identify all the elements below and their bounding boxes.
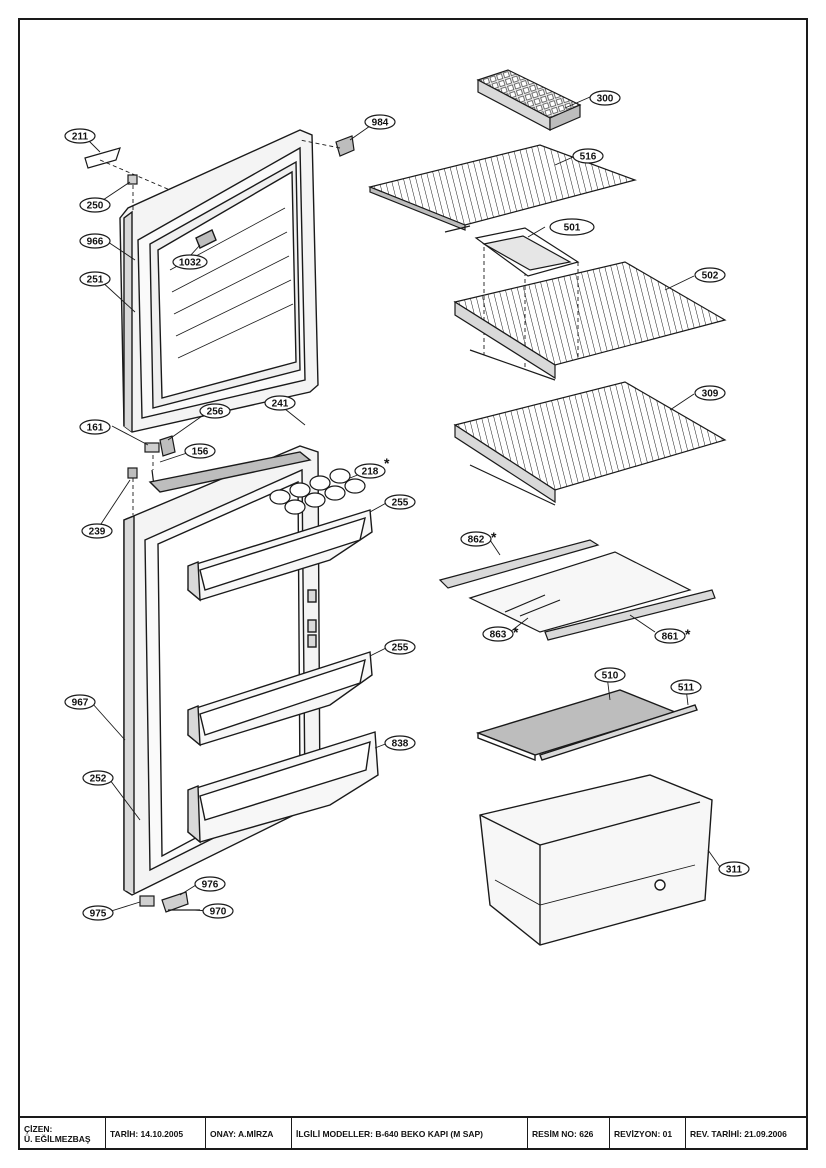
- callout-976: 976: [194, 876, 226, 892]
- ice-tray: [476, 69, 582, 131]
- callout-241: 241: [264, 395, 296, 411]
- svg-text:311: 311: [726, 865, 743, 876]
- egg-tray: [269, 468, 366, 515]
- door-bins: [187, 509, 379, 844]
- drawn-by-name: Ü. EĞİLMEZBAŞ: [24, 1134, 91, 1144]
- callout-975: 975: [82, 905, 114, 921]
- callout-502: 502: [694, 267, 726, 283]
- crisper-drawer-311: [479, 774, 713, 946]
- models-cell: İLGİLİ MODELLER: B-640 BEKO KAPI (M SAP): [292, 1118, 528, 1150]
- callout-1032: 1032: [172, 254, 208, 270]
- svg-text:970: 970: [210, 907, 227, 918]
- callout-239: 239: [81, 523, 113, 539]
- callout-511: 511: [670, 679, 702, 695]
- revision-cell: REVİZYON: 01: [610, 1118, 686, 1150]
- date-cell: TARİH: 14.10.2005: [106, 1118, 206, 1150]
- svg-text:241: 241: [272, 399, 289, 410]
- freezer-door-parts: [84, 135, 355, 487]
- svg-text:250: 250: [87, 201, 104, 212]
- leader-lines: [87, 96, 721, 913]
- svg-text:156: 156: [192, 447, 209, 458]
- callout-970: 970: [202, 903, 234, 919]
- callouts: 211 984 250 966 1032 251 161 256 241 156…: [64, 90, 750, 921]
- callout-516: 516: [572, 148, 604, 164]
- svg-text:511: 511: [678, 683, 695, 694]
- svg-text:861: 861: [662, 632, 679, 643]
- svg-text:975: 975: [90, 909, 107, 920]
- drawing-number-cell: RESİM NO: 626: [528, 1118, 610, 1150]
- svg-text:239: 239: [89, 527, 106, 538]
- callout-967: 967: [64, 694, 96, 710]
- svg-text:501: 501: [564, 223, 581, 234]
- callout-211: 211: [64, 128, 96, 144]
- svg-text:252: 252: [90, 774, 107, 785]
- svg-text:966: 966: [87, 237, 104, 248]
- svg-text:838: 838: [392, 739, 409, 750]
- crisper-cover-510: [475, 689, 698, 762]
- svg-text:502: 502: [702, 271, 719, 282]
- callout-156: 156: [184, 443, 216, 459]
- svg-text:967: 967: [72, 698, 89, 709]
- approval-cell: ONAY: A.MİRZA: [206, 1118, 292, 1150]
- callout-309: 309: [694, 385, 726, 401]
- svg-text:251: 251: [87, 275, 104, 286]
- svg-text:1032: 1032: [179, 258, 202, 269]
- svg-text:516: 516: [580, 152, 597, 163]
- svg-text:161: 161: [87, 423, 104, 434]
- callout-161: 161: [79, 419, 111, 435]
- callout-510: 510: [594, 667, 626, 683]
- svg-text:*: *: [685, 626, 691, 642]
- callout-255-lower: 255: [384, 639, 416, 655]
- callout-863: 863 *: [482, 624, 519, 642]
- glass-shelf-assembly: [438, 539, 716, 641]
- svg-text:863: 863: [490, 630, 507, 641]
- freezer-door: [119, 129, 319, 433]
- drawn-by-cell: ÇİZEN: Ü. EĞİLMEZBAŞ: [20, 1118, 106, 1150]
- small-container: [474, 227, 580, 277]
- svg-text:510: 510: [602, 671, 619, 682]
- title-block: ÇİZEN: Ü. EĞİLMEZBAŞ TARİH: 14.10.2005 O…: [20, 1116, 806, 1150]
- svg-text:984: 984: [372, 118, 389, 129]
- wire-shelf-502: [453, 261, 727, 381]
- svg-text:300: 300: [597, 94, 614, 105]
- freezer-wire-shelf: [368, 144, 637, 233]
- callout-250: 250: [79, 197, 111, 213]
- callout-501: 501: [549, 218, 595, 236]
- wire-shelf-309: [453, 381, 727, 506]
- callout-300: 300: [589, 90, 621, 106]
- svg-text:976: 976: [202, 880, 219, 891]
- drawing-frame: [18, 18, 808, 1150]
- callout-311: 311: [718, 861, 750, 877]
- callout-984: 984: [364, 114, 396, 130]
- callout-252: 252: [82, 770, 114, 786]
- revision-date-cell: REV. TARİHİ: 21.09.2006: [690, 1129, 787, 1139]
- callout-861: 861 *: [654, 626, 691, 644]
- lower-hinge-parts: [139, 891, 200, 913]
- callout-966: 966: [79, 233, 111, 249]
- svg-text:211: 211: [72, 132, 89, 143]
- svg-text:*: *: [384, 455, 390, 471]
- svg-text:218: 218: [362, 467, 379, 478]
- svg-text:*: *: [491, 529, 497, 545]
- callout-218-asterisk: *: [384, 455, 390, 471]
- callout-862: 862 *: [460, 529, 497, 547]
- drawn-by-label: ÇİZEN:: [24, 1124, 53, 1134]
- svg-text:309: 309: [702, 389, 719, 400]
- callout-256: 256: [199, 403, 231, 419]
- svg-text:255: 255: [392, 498, 409, 509]
- svg-text:255: 255: [392, 643, 409, 654]
- callout-838: 838: [384, 735, 416, 751]
- callout-255-upper: 255: [384, 494, 416, 510]
- svg-text:256: 256: [207, 407, 224, 418]
- svg-text:*: *: [513, 624, 519, 640]
- callout-218: 218: [354, 463, 386, 479]
- callout-251: 251: [79, 271, 111, 287]
- svg-text:862: 862: [468, 535, 485, 546]
